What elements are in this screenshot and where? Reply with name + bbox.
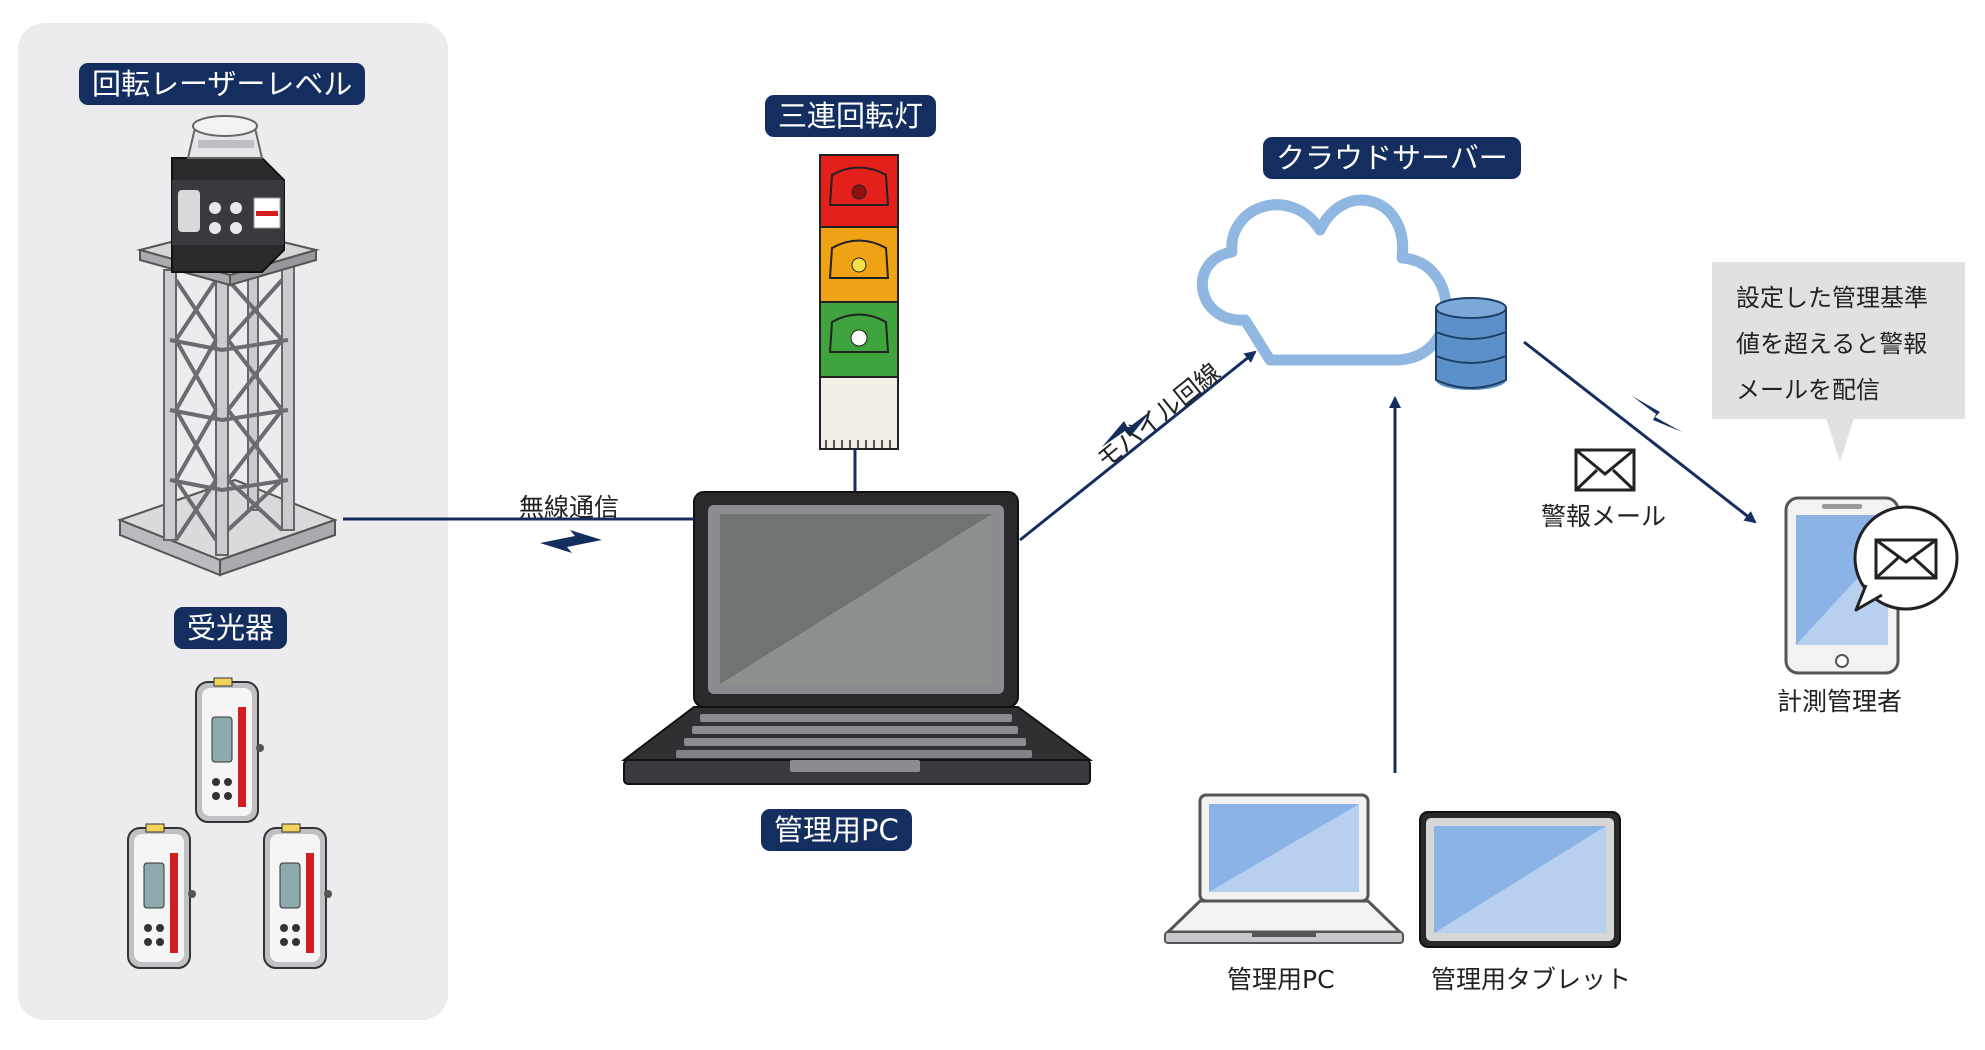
callout-line-1: 設定した管理基準 [1736, 284, 1928, 312]
cloud-server-label: クラウドサーバー [1263, 137, 1521, 179]
laptop-icon [621, 491, 1094, 785]
alert-callout [1712, 262, 1965, 419]
database-icon [1435, 297, 1507, 390]
main-pc-label: 管理用PC [761, 809, 912, 851]
rotating-laser-icon [117, 115, 338, 577]
smartphone-icon [1784, 496, 1959, 675]
tablet-icon [1419, 811, 1621, 948]
callout-line-3: メールを配信 [1736, 376, 1880, 404]
alert-mail-label: 警報メール [1541, 502, 1667, 531]
connection-lines [343, 340, 1757, 773]
receiver-label: 受光器 [174, 607, 288, 649]
signal-tower-icon [819, 154, 899, 494]
laptop-icon [1164, 793, 1404, 944]
envelope-icon [1574, 448, 1636, 492]
office-tablet-label: 管理用タブレット [1431, 965, 1632, 994]
office-pc-label: 管理用PC [1227, 965, 1335, 994]
wireless-label: 無線通信 [519, 493, 620, 522]
signal-tower-label: 三連回転灯 [765, 95, 937, 137]
lightning-icon [540, 396, 1682, 553]
alert-callout-tail [1826, 418, 1854, 462]
rotating-laser-label: 回転レーザーレベル [79, 63, 366, 105]
receiver-icon [127, 677, 332, 969]
cloud-server-icon [1196, 194, 1452, 366]
measurement-manager-label: 計測管理者 [1777, 687, 1903, 716]
callout-line-2: 値を超えると警報 [1736, 330, 1928, 358]
